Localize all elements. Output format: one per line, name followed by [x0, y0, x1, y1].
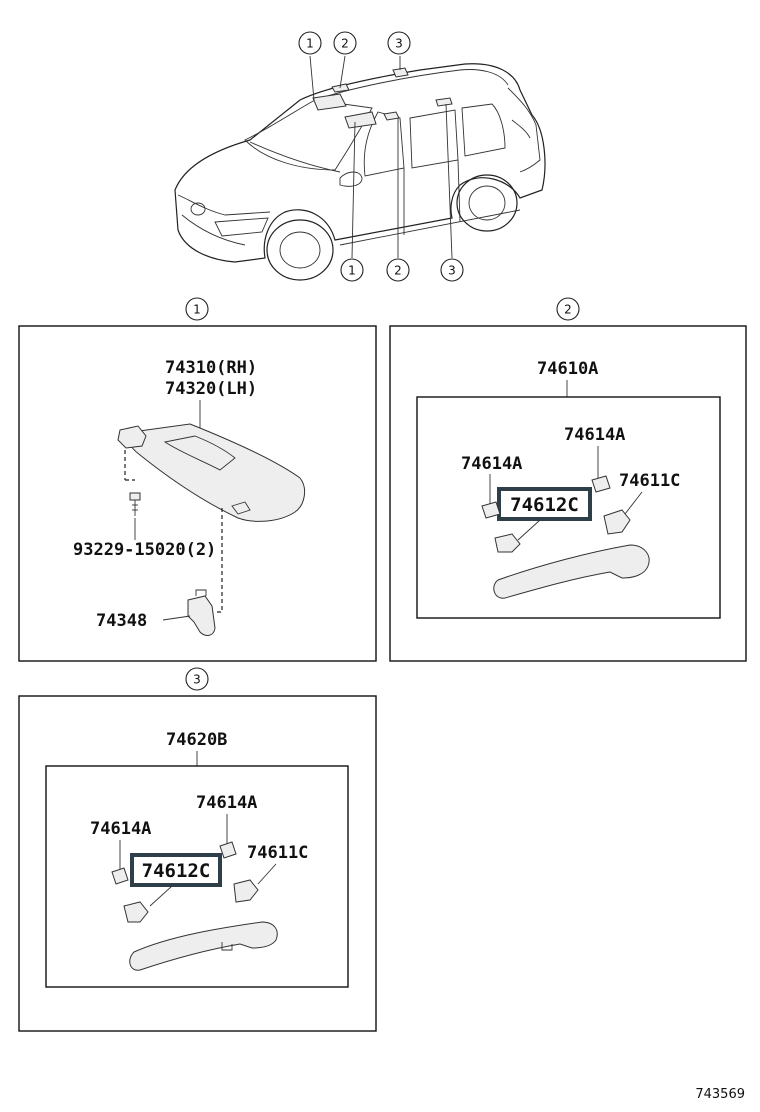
highlight-74612c-s3: [130, 853, 222, 887]
section-2-inner-frame: [416, 396, 721, 619]
section-3-callout: 3: [185, 667, 209, 691]
label-74310-rh: 74310(RH): [165, 358, 257, 378]
callout-top-2: 2: [333, 31, 357, 55]
label-74614a-left-s3: 74614A: [90, 819, 151, 839]
section-2-callout: 2: [556, 297, 580, 321]
section-3-inner-frame: [45, 765, 349, 988]
callout-bottom-1: 1: [340, 258, 364, 282]
section-3: 3 74620B 74614A 74614A 74611C 74612C: [18, 667, 377, 1032]
callout-top-3: 3: [387, 31, 411, 55]
callout-top-1: 1: [298, 31, 322, 55]
grip-parts-drawing-2: [481, 475, 650, 599]
svg-text:1: 1: [193, 303, 201, 317]
section-1: 1 74310(RH) 74320(LH) 93229-15020(2): [18, 297, 377, 662]
svg-text:3: 3: [448, 264, 456, 278]
label-74611c-s3: 74611C: [247, 843, 308, 863]
section-1-callout: 1: [185, 297, 209, 321]
label-74614a-right-s3: 74614A: [196, 793, 257, 813]
sun-visor-drawing: [117, 423, 306, 522]
svg-text:2: 2: [394, 264, 402, 278]
callout-bottom-3: 3: [440, 258, 464, 282]
svg-text:2: 2: [564, 303, 572, 317]
screw-drawing: [129, 492, 141, 516]
section-1-frame: [18, 325, 377, 662]
svg-text:1: 1: [348, 264, 356, 278]
highlight-74612c: [497, 487, 592, 521]
svg-text:3: 3: [193, 673, 201, 687]
diagram-reference-number: 743569: [695, 1087, 745, 1102]
svg-text:2: 2: [341, 37, 349, 51]
label-74614a-left: 74614A: [461, 454, 522, 474]
section-3-frame: [18, 695, 377, 1032]
visor-holder-drawing: [187, 589, 216, 636]
label-74610a: 74610A: [537, 359, 598, 379]
label-74620b: 74620B: [166, 730, 227, 750]
car-callout-leaders: [309, 55, 453, 259]
label-74348: 74348: [96, 611, 147, 631]
svg-text:3: 3: [395, 37, 403, 51]
callout-bottom-2: 2: [386, 258, 410, 282]
label-74611c: 74611C: [619, 471, 680, 491]
label-74320-lh: 74320(LH): [165, 379, 257, 399]
label-74612c-s3: 74612C: [142, 860, 211, 882]
section-2-frame: [389, 325, 747, 662]
grip-parts-drawing-3: [111, 841, 278, 971]
vehicle-illustration: [174, 63, 546, 281]
label-74612c: 74612C: [510, 494, 579, 516]
svg-text:1: 1: [306, 37, 314, 51]
label-93229-15020: 93229-15020(2): [73, 540, 216, 560]
label-74614a-right: 74614A: [564, 425, 625, 445]
section-2: 2 74610A 74614A 74614A 74611C 74612C: [389, 297, 747, 662]
